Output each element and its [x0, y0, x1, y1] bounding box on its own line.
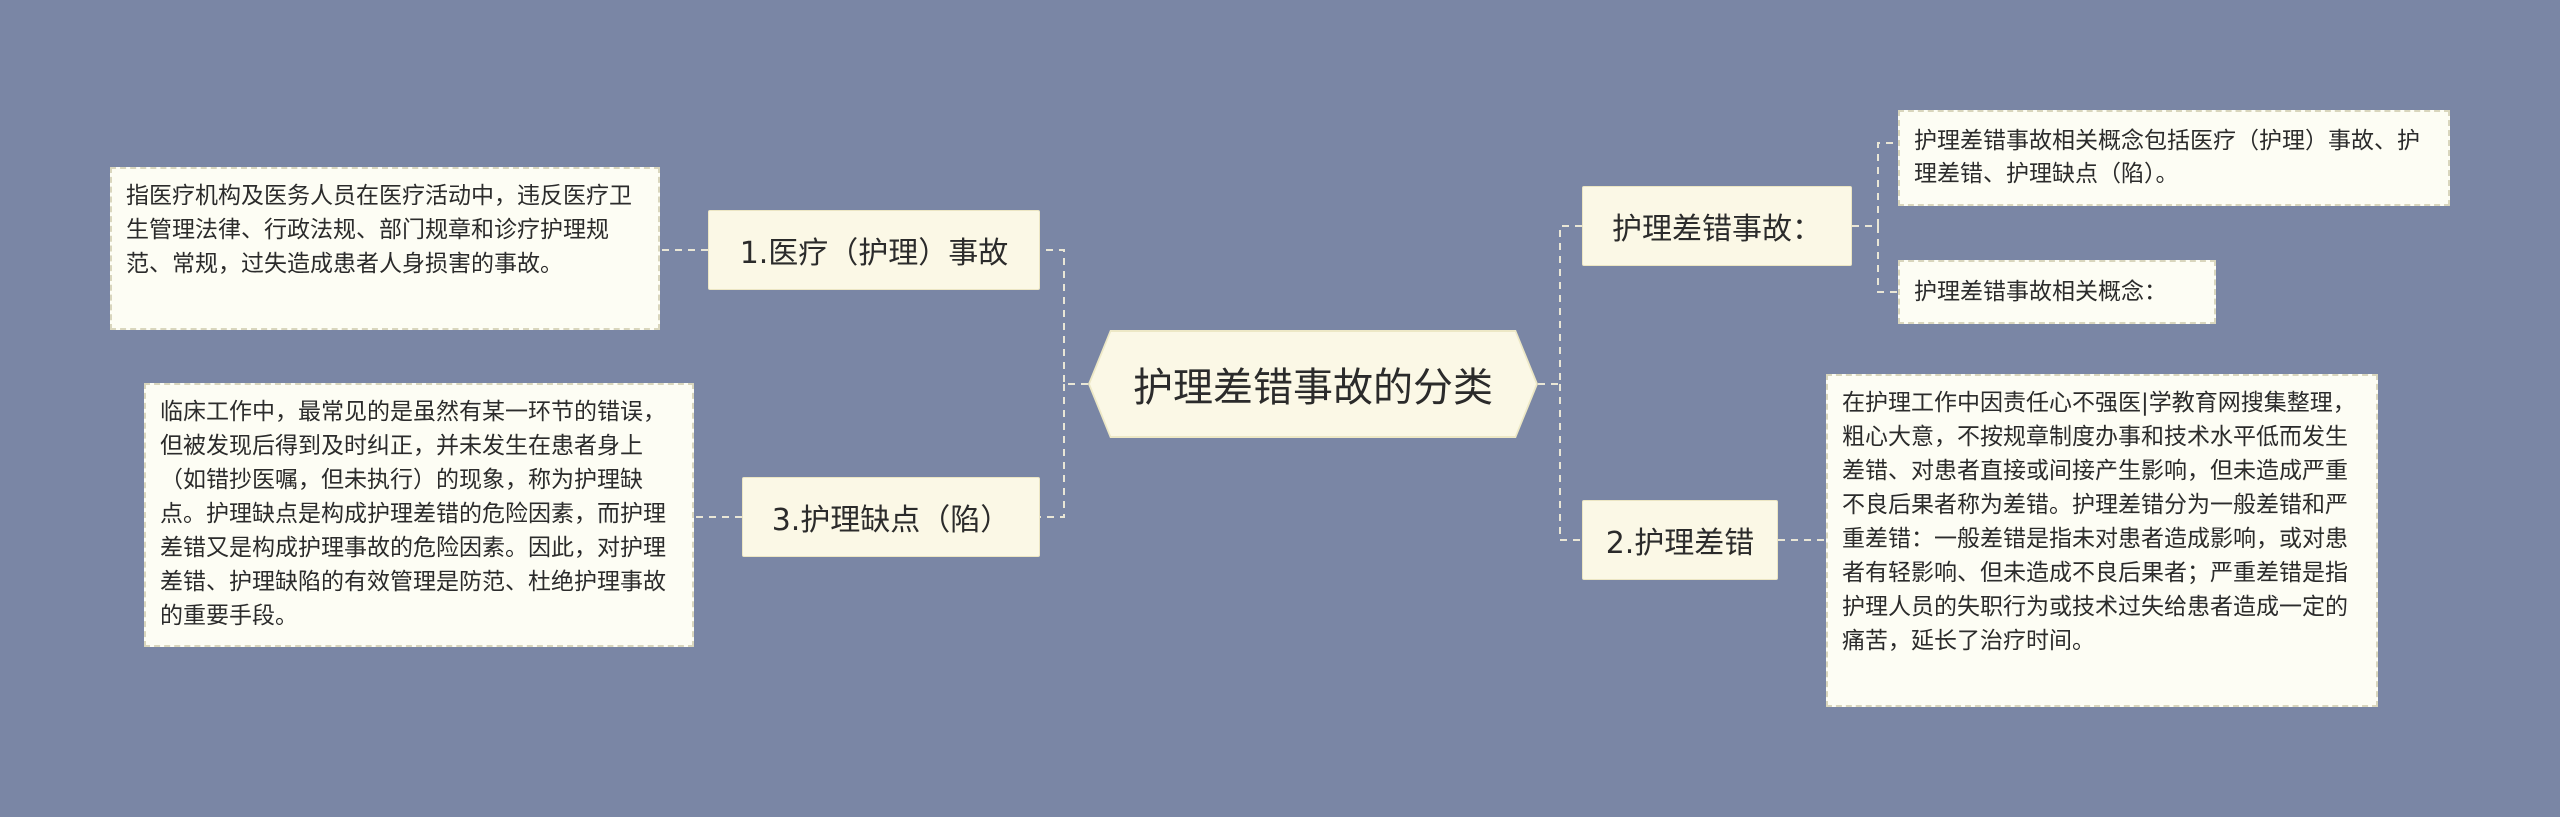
concepts-detail-1-text: 护理差错事故相关概念包括医疗（护理）事故、护理差错、护理缺点（陷）。 — [1914, 128, 2420, 187]
branch-medical-accident-label: 1.医疗（护理）事故 — [739, 236, 1009, 271]
connector-center-right — [1538, 225, 1582, 385]
nursing-error-detail: 在护理工作中因责任心不强医|学教育网搜集整理，粗心大意，不按规章制度办事和技术水… — [1826, 374, 2378, 707]
concepts-detail-2: 护理差错事故相关概念： — [1898, 260, 2216, 324]
connector-center-right-lower — [1559, 384, 1582, 541]
central-topic-title: 护理差错事故的分类 — [1090, 332, 1536, 436]
branch-nursing-error-label: 2.护理差错 — [1605, 526, 1755, 561]
concepts-detail-2-text: 护理差错事故相关概念： — [1914, 278, 2167, 305]
medical-accident-detail-text: 指医疗机构及医务人员在医疗活动中，违反医疗卫生管理法律、行政法规、部门规章和诊疗… — [126, 183, 632, 277]
connector-concepts-detail-2 — [1877, 226, 1898, 293]
connector-center-left-lower — [1040, 384, 1065, 518]
connector-center-left — [1040, 249, 1088, 385]
branch-nursing-defect[interactable]: 3.护理缺点（陷） — [742, 477, 1040, 557]
nursing-defect-detail: 临床工作中，最常见的是虽然有某一环节的错误，但被发现后得到及时纠正，并未发生在患… — [144, 383, 694, 647]
central-topic[interactable]: 护理差错事故的分类 — [1088, 330, 1538, 438]
branch-error-accident-concepts-label: 护理差错事故： — [1612, 212, 1822, 247]
concepts-detail-1: 护理差错事故相关概念包括医疗（护理）事故、护理差错、护理缺点（陷）。 — [1898, 110, 2450, 206]
branch-nursing-defect-label: 3.护理缺点（陷） — [771, 503, 1011, 538]
connector-concepts-details — [1852, 142, 1898, 227]
branch-medical-accident[interactable]: 1.医疗（护理）事故 — [708, 210, 1040, 290]
nursing-error-detail-text: 在护理工作中因责任心不强医|学教育网搜集整理，粗心大意，不按规章制度办事和技术水… — [1842, 390, 2356, 654]
branch-error-accident-concepts[interactable]: 护理差错事故： — [1582, 186, 1852, 266]
branch-nursing-error[interactable]: 2.护理差错 — [1582, 500, 1778, 580]
nursing-defect-detail-text: 临床工作中，最常见的是虽然有某一环节的错误，但被发现后得到及时纠正，并未发生在患… — [160, 399, 666, 629]
medical-accident-detail: 指医疗机构及医务人员在医疗活动中，违反医疗卫生管理法律、行政法规、部门规章和诊疗… — [110, 167, 660, 330]
